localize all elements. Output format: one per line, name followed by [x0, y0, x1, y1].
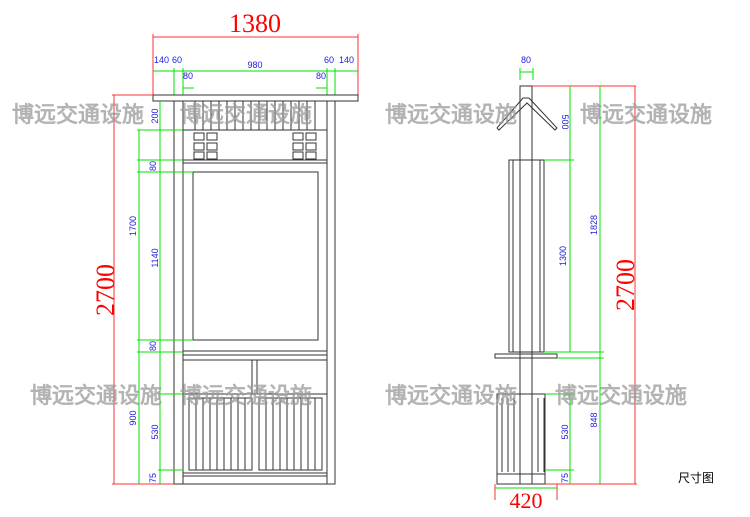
cabinet-slats: [183, 397, 327, 477]
dim-1140: 1140: [150, 248, 160, 267]
header-slats: [183, 101, 327, 131]
dim-side-75: 75: [560, 473, 570, 483]
dim-980: 980: [247, 60, 262, 70]
dim-80-right-post: 80: [316, 71, 326, 81]
dim-1300: 1300: [558, 246, 568, 266]
dim-80-left-post: 80: [183, 71, 193, 81]
bin: [496, 393, 546, 485]
watermark: 博远交通设施: [555, 383, 687, 409]
dim-900: 900: [128, 410, 138, 425]
pole: [519, 85, 533, 485]
side-overall-height-label: 2700: [611, 259, 640, 311]
watermark: 博远交通设施: [385, 102, 517, 128]
watermark: 博远交通设施: [12, 102, 144, 128]
watermark: 博远交通设施: [30, 383, 162, 409]
dim-80-lower: 80: [148, 341, 158, 351]
watermark: 博远交通设施: [180, 383, 312, 409]
dim-60-right: 60: [324, 55, 334, 65]
watermark: 博远交通设施: [580, 102, 712, 128]
display-panel: [192, 171, 319, 341]
dim-1700: 1700: [128, 216, 138, 236]
display-box: [508, 159, 545, 353]
dim-75: 75: [148, 473, 158, 483]
caption: 尺寸图: [678, 471, 714, 485]
front-view: 1380 140 60 980 60 140 80 80: [91, 9, 359, 485]
dim-1828: 1828: [589, 215, 599, 235]
overall-width-label: 1380: [229, 9, 281, 38]
watermark: 博远交通设施: [385, 383, 517, 409]
roof: [496, 97, 558, 131]
base-plate: [494, 353, 558, 359]
dim-side-530: 530: [560, 424, 570, 439]
dim-848: 848: [589, 412, 599, 427]
dim-140-left: 140: [154, 55, 169, 65]
overall-height-label: 2700: [91, 264, 120, 316]
dim-60-left: 60: [172, 55, 182, 65]
base-width-label: 420: [510, 488, 543, 513]
lattice: [183, 132, 327, 164]
dim-500: 500: [560, 114, 570, 129]
side-view: 80 2700 500 1300 1828 530 848 75 420: [494, 55, 640, 513]
watermark: 博远交通设施: [180, 102, 312, 128]
dim-140-right: 140: [339, 55, 354, 65]
dim-530: 530: [150, 424, 160, 439]
dim-200: 200: [150, 108, 160, 123]
dim-80-upper: 80: [148, 161, 158, 171]
dim-pole-80: 80: [521, 55, 531, 65]
